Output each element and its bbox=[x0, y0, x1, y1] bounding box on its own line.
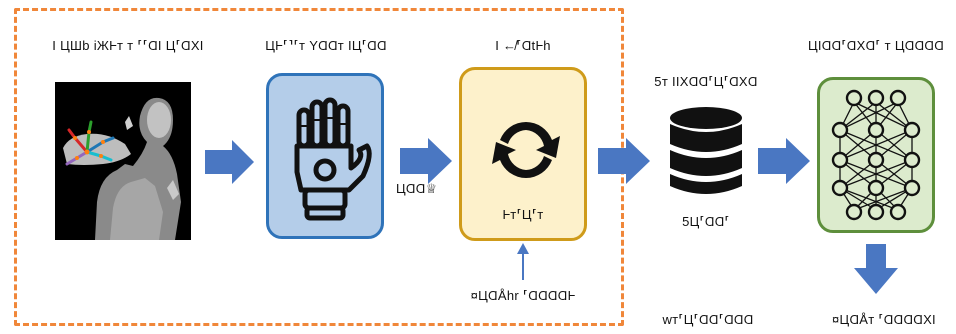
bottom-middle-label: wт⸢Ц⸢ⱭⱭ⸢ⱭⱭⱭ bbox=[662, 312, 754, 327]
arrow-sync-to-db bbox=[598, 138, 650, 184]
arrow-glove-to-sync bbox=[400, 138, 452, 184]
glove-to-sync-label: ЦⱭⱭ♕ bbox=[396, 181, 438, 196]
sync-icon bbox=[492, 122, 560, 178]
database-icon bbox=[670, 107, 742, 194]
network-box bbox=[817, 77, 935, 233]
database-title: 5т IIXⱭⱭ⸢Ц⸢ⱭXⱭ bbox=[654, 74, 758, 89]
neural-network-icon bbox=[831, 89, 921, 221]
arrow-network-down bbox=[854, 244, 898, 294]
sync-title: I ↚⸢ⱭtⱵh bbox=[495, 38, 551, 53]
sync-caption: Ⱶт⸢Ц⸢т bbox=[502, 207, 544, 222]
glove-box bbox=[266, 73, 384, 239]
robotic-glove-icon bbox=[294, 97, 372, 221]
arrow-db-to-network bbox=[758, 138, 810, 184]
glove-title: ЦⱵ⸢⸣⸢т YⱭⱭт IЦ⸢ⱭⱭ bbox=[265, 38, 387, 53]
arrow-image-to-glove bbox=[205, 140, 254, 184]
sync-input-label: ¤ЦⱭÅhr ⸢ⱭⱭⱭⱭⱵ bbox=[470, 288, 576, 303]
image-title: I ЦШb iЖⱵт т ⸢⸢ⱭI Ц⸢ⱭXI bbox=[52, 38, 204, 53]
database-caption: 5Ц⸢ⱭⱭ⸢ bbox=[682, 214, 730, 229]
bottom-right-label: ¤ЦⱭÅт ⸢ⱭⱭⱭⱭXI bbox=[832, 312, 936, 327]
depth-image bbox=[55, 82, 191, 241]
sync-box: Ⱶт⸢Ц⸢т bbox=[459, 67, 587, 241]
depth-image-picture bbox=[55, 82, 191, 241]
network-title: ЦIⱭⱭ⸢ⱭXⱭ⸢ т ЦⱭⱭⱭⱭ bbox=[807, 38, 945, 53]
